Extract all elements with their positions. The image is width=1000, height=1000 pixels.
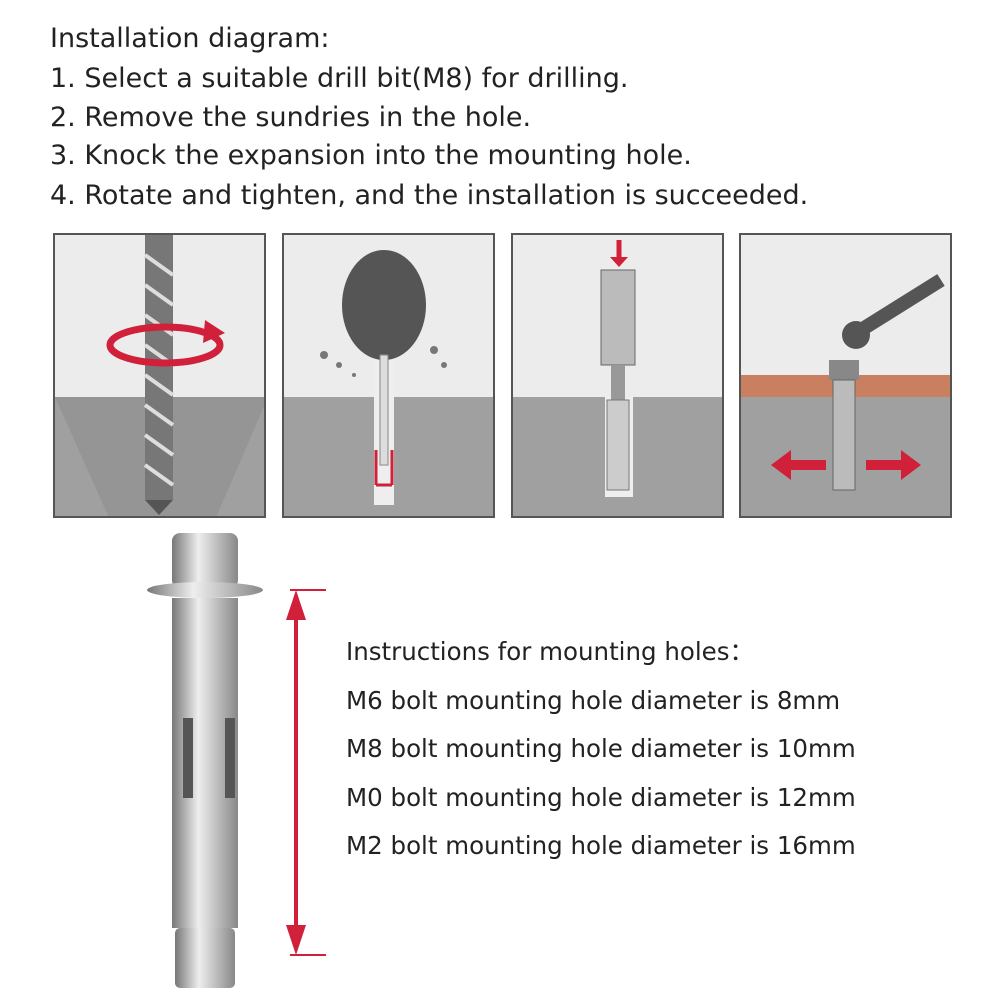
installation-steps: Installation diagram: 1. Select a suitab… bbox=[50, 20, 808, 216]
panel-tightening bbox=[739, 233, 952, 518]
panel-drilling bbox=[53, 233, 266, 518]
length-dimension-arrow bbox=[286, 589, 326, 956]
mounting-title: Instructions for mounting holes： bbox=[346, 637, 755, 666]
mounting-line-m8: M8 bolt mounting hole diameter is 10mm bbox=[346, 734, 856, 763]
mounting-line-m0: M0 bolt mounting hole diameter is 12mm bbox=[346, 782, 856, 812]
hammer-in-icon bbox=[513, 240, 722, 516]
mounting-instructions: Instructions for mounting holes： M6 bolt… bbox=[346, 628, 856, 871]
mounting-line-m2: M2 bolt mounting hole diameter is 16mm bbox=[346, 831, 856, 860]
installation-title: Installation diagram: bbox=[50, 23, 330, 54]
step-3: 3. Knock the expansion into the mounting… bbox=[50, 140, 692, 171]
wrench-tighten-icon bbox=[741, 274, 950, 516]
expansion-bolt-image bbox=[147, 533, 263, 988]
blower-icon bbox=[284, 250, 493, 516]
step-2: 2. Remove the sundries in the hole. bbox=[50, 102, 532, 133]
mounting-line-m6: M6 bolt mounting hole diameter is 8mm bbox=[346, 685, 841, 715]
drill-bit-icon bbox=[55, 235, 264, 516]
step-1: 1. Select a suitable drill bit(M8) for d… bbox=[50, 63, 629, 94]
panel-cleaning bbox=[282, 233, 495, 518]
step-4: 4. Rotate and tighten, and the installat… bbox=[50, 180, 809, 211]
panel-knocking bbox=[511, 233, 724, 518]
